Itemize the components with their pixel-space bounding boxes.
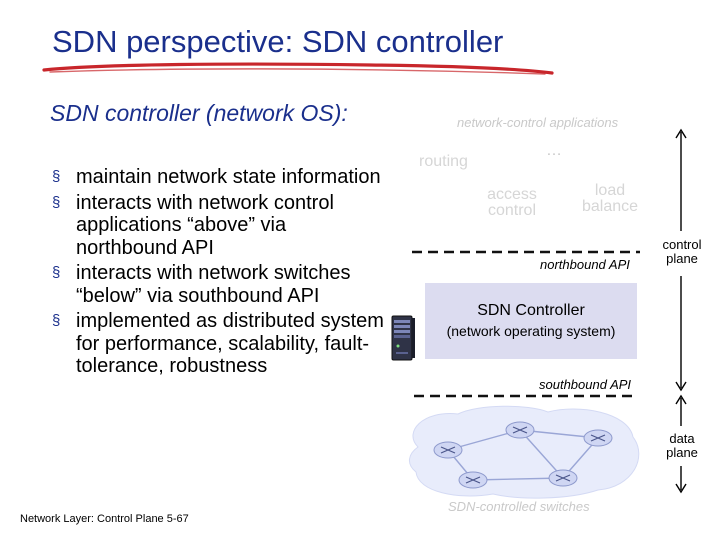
- switch-icon: [433, 441, 463, 459]
- subtitle: SDN controller (network OS):: [50, 100, 348, 126]
- app-load-balance: load balance: [581, 182, 639, 215]
- switch-network: [409, 405, 640, 499]
- bullet-marker: §: [52, 264, 61, 281]
- apps-ellipsis: …: [546, 142, 562, 159]
- bullet-marker: §: [52, 168, 61, 185]
- switch-icon: [548, 469, 578, 487]
- data-plane-label: data plane: [666, 431, 698, 460]
- server-icon: [391, 315, 415, 361]
- apps-label: network-control applications: [457, 115, 619, 130]
- bullet-list: §maintain network state information §int…: [48, 166, 388, 381]
- bullet-item: §interacts with network switches “below”…: [52, 262, 351, 307]
- app-routing: routing: [419, 153, 468, 170]
- southbound-api-label: southbound API: [539, 377, 632, 392]
- plane-arrows: [675, 128, 687, 494]
- app-access-control: access control: [487, 186, 537, 219]
- footer: Network Layer: Control Plane 5-67: [20, 513, 189, 525]
- controller-subtitle: (network operating system): [446, 323, 616, 339]
- bullet-item: §implemented as distributed system for p…: [52, 310, 384, 377]
- slide-title: SDN perspective: SDN controller: [52, 24, 504, 59]
- bullet-marker: §: [52, 312, 61, 329]
- title-underline: [42, 62, 554, 75]
- bullet-item: §maintain network state information: [52, 166, 381, 188]
- controller-box: [425, 283, 637, 359]
- switch-icon: [505, 421, 535, 439]
- switch-icon: [583, 429, 613, 447]
- northbound-api-label: northbound API: [540, 257, 630, 272]
- switch-icon: [458, 471, 488, 489]
- control-plane-label: control plane: [662, 237, 702, 266]
- bullet-item: §interacts with network control applicat…: [52, 191, 334, 259]
- bullet-marker: §: [52, 193, 61, 211]
- controller-name: SDN Controller: [477, 302, 585, 319]
- switches-label: SDN-controlled switches: [448, 499, 590, 514]
